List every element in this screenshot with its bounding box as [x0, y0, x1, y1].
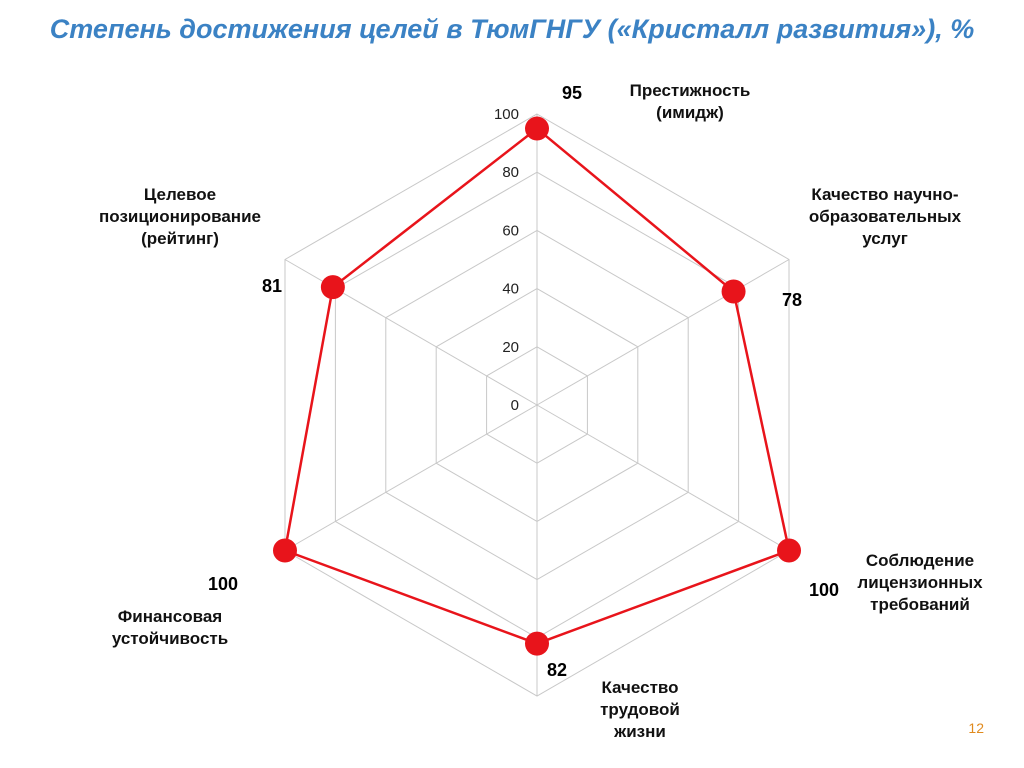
radar-tick-labels: 0 20 40 60 80 100 — [494, 106, 519, 414]
tick-label-20: 20 — [502, 339, 519, 356]
page-number: 12 — [968, 720, 984, 736]
grid-spoke-1 — [536, 259, 790, 406]
axis-label-work-life: Качество трудовой жизни — [600, 678, 680, 741]
radar-grid — [284, 113, 790, 697]
radar-series — [272, 116, 802, 656]
data-point-4 — [272, 538, 297, 563]
axis-label-finance: Финансовая устойчивость — [111, 607, 229, 648]
tick-label-0: 0 — [511, 397, 519, 414]
value-label-license: 100 — [809, 580, 840, 600]
tick-label-100: 100 — [494, 106, 519, 123]
data-point-2 — [777, 538, 802, 563]
data-point-3 — [525, 631, 549, 656]
axis-label-license: Соблюдение лицензионных требований — [857, 551, 983, 614]
chart-title: Степень достижения целей в ТюмГНГУ («Кри… — [49, 14, 975, 44]
axis-label-prestige: Престижность (имидж) — [629, 81, 751, 122]
tick-label-80: 80 — [502, 164, 519, 181]
tick-label-40: 40 — [502, 281, 519, 298]
value-label-prestige: 95 — [562, 83, 583, 103]
grid-spoke-2 — [536, 404, 790, 551]
data-point-5 — [320, 275, 345, 300]
tick-label-60: 60 — [502, 222, 519, 239]
grid-spoke-4 — [284, 404, 538, 551]
value-label-positioning: 81 — [262, 276, 283, 296]
axis-label-quality-edu: Качество научно- образовательных услуг — [808, 185, 962, 248]
value-label-work-life: 82 — [547, 660, 568, 680]
value-label-quality-edu: 78 — [782, 290, 803, 310]
axis-label-positioning: Целевое позиционирование (рейтинг) — [99, 185, 261, 248]
value-label-finance: 100 — [208, 574, 239, 594]
data-point-1 — [721, 279, 746, 304]
data-point-0 — [525, 116, 549, 141]
